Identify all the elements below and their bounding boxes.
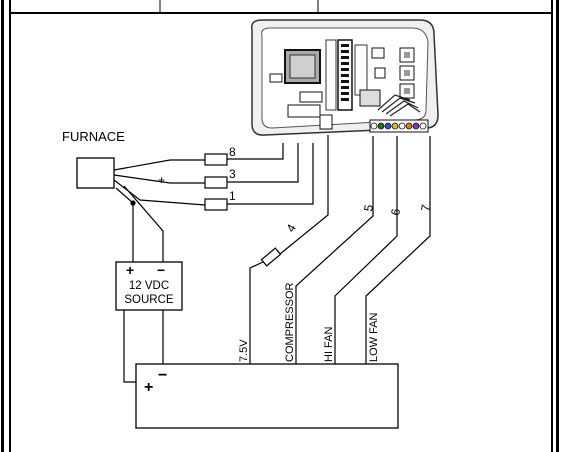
furnace-box: [76, 157, 115, 189]
terminal-dot: [412, 122, 420, 130]
terminal-dot: [384, 122, 392, 130]
plus-sign-label: +: [158, 173, 165, 187]
furnace: FURNACE: [62, 129, 125, 189]
source-output-wires: [123, 310, 164, 383]
furnace-label: FURNACE: [62, 129, 125, 144]
label-7-5v: 7.5V: [238, 339, 250, 362]
terminal-dot: [398, 122, 406, 130]
dc-source-box: [115, 261, 183, 311]
wire-7-label: 7: [418, 203, 433, 212]
furnace-wires: [113, 143, 314, 262]
wire-8-label: 8: [229, 145, 236, 159]
box-plus: +: [144, 379, 153, 396]
terminal-dot: [405, 122, 413, 130]
label-low-fan: LOW FAN: [368, 312, 380, 362]
terminal-dot: [391, 122, 399, 130]
control-board: [250, 19, 439, 136]
terminal-dot: [377, 122, 385, 130]
wire-1-label: 1: [229, 189, 236, 203]
terminal-strip: [370, 122, 427, 130]
dc-source: + − 12 VDC SOURCE: [115, 261, 183, 311]
wire-6-label: 6: [388, 207, 403, 216]
box-minus: −: [158, 367, 167, 384]
wire-4-label: 4: [283, 221, 299, 234]
source-line1: 12 VDC: [129, 280, 169, 292]
terminal-dot: [419, 122, 427, 130]
source-plus: +: [126, 262, 134, 278]
wire-5-label: 5: [361, 203, 376, 212]
wire-3-label: 3: [229, 167, 236, 181]
label-compressor: COMPRESSOR: [284, 282, 296, 362]
terminal-dot: [370, 122, 378, 130]
board-output-wires: [249, 135, 431, 364]
label-hi-fan: HI FAN: [323, 326, 335, 362]
source-minus: −: [157, 262, 165, 278]
controller-box: + −: [135, 363, 399, 429]
source-line2: SOURCE: [124, 294, 174, 306]
